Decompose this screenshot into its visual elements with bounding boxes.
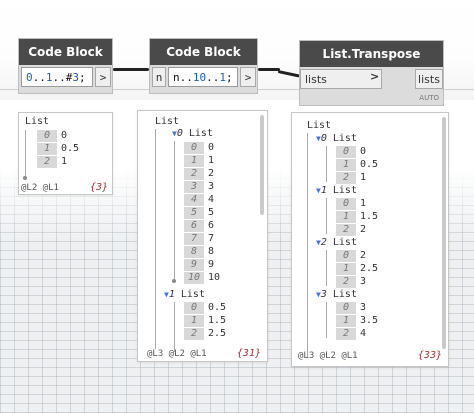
expand-triangle-icon: ▼ bbox=[316, 290, 321, 299]
expand-triangle-icon: ▼ bbox=[172, 129, 177, 138]
tree-line bbox=[174, 141, 175, 281]
node-title[interactable]: List.Transpose bbox=[300, 41, 443, 67]
sublist-header[interactable]: ▼2 List bbox=[316, 237, 357, 248]
scrollbar[interactable] bbox=[260, 115, 264, 215]
node-title[interactable]: Code Block bbox=[150, 39, 257, 65]
code-token: 3 bbox=[72, 70, 79, 84]
sublist-header[interactable]: ▼3 List bbox=[316, 289, 357, 300]
tree-line bbox=[326, 198, 327, 234]
scrollbar[interactable] bbox=[442, 117, 446, 349]
tree-end-dot bbox=[23, 176, 27, 180]
expand-triangle-icon: ▼ bbox=[316, 238, 321, 247]
code-token: 1 bbox=[219, 70, 226, 84]
code-token: 10 bbox=[192, 70, 207, 84]
code-token: .. bbox=[206, 70, 220, 84]
expand-triangle-icon: ▼ bbox=[316, 134, 321, 143]
connector-wire[interactable] bbox=[258, 68, 280, 71]
output-port[interactable]: > bbox=[95, 67, 111, 87]
expand-triangle-icon: ▼ bbox=[316, 186, 321, 195]
item-count: {31} bbox=[236, 348, 261, 359]
list-header: List bbox=[25, 116, 50, 127]
tree-line bbox=[307, 133, 308, 358]
sublist-header[interactable]: ▼1 List bbox=[164, 289, 205, 300]
chevron-right-icon: > bbox=[370, 70, 380, 83]
input-port-n[interactable]: n bbox=[152, 67, 166, 87]
code-token: # bbox=[65, 70, 73, 84]
node-title[interactable]: Code Block bbox=[19, 39, 112, 65]
code-block-node-2[interactable]: Code Block n n..10..1; > bbox=[149, 38, 258, 94]
list-transpose-node[interactable]: List.Transpose lists > lists AUTO bbox=[299, 40, 444, 106]
sublist-header[interactable]: ▼1 List bbox=[316, 185, 357, 196]
tree-line bbox=[174, 302, 175, 352]
code-input[interactable]: 0..1..#3; bbox=[21, 67, 93, 87]
lacing-label: AUTO bbox=[419, 94, 439, 102]
output-port-lists[interactable]: lists bbox=[415, 69, 443, 89]
tree-end-dot bbox=[172, 279, 176, 283]
tree-line bbox=[326, 302, 327, 338]
tree-line bbox=[25, 130, 26, 176]
list-levels: @L2 @L1 bbox=[21, 183, 59, 193]
code-token: 0 bbox=[26, 70, 33, 84]
code-token: ; bbox=[79, 70, 86, 84]
expand-triangle-icon: ▼ bbox=[164, 290, 169, 299]
item-count: {33} bbox=[417, 350, 442, 361]
port-label: lists bbox=[305, 72, 327, 86]
item-count: {3} bbox=[89, 182, 108, 193]
connector-wire[interactable] bbox=[113, 68, 149, 71]
code-token: .. bbox=[32, 70, 46, 84]
output-port[interactable]: > bbox=[240, 67, 256, 87]
code-input[interactable]: n..10..1; bbox=[168, 67, 238, 87]
code-token: .. bbox=[179, 70, 193, 84]
sublist-header[interactable]: ▼0 List bbox=[172, 128, 213, 139]
tree-line bbox=[155, 129, 156, 349]
port-label: lists bbox=[418, 72, 440, 86]
code-token: .. bbox=[52, 70, 66, 84]
list-header: List bbox=[307, 120, 332, 131]
tree-line bbox=[326, 146, 327, 182]
list-header: List bbox=[155, 116, 180, 127]
tree-line bbox=[326, 250, 327, 286]
code-block-node-1[interactable]: Code Block 0..1..#3; > bbox=[18, 38, 113, 94]
code-token: ; bbox=[226, 70, 233, 84]
code-token: n bbox=[173, 70, 180, 84]
code-token: 1 bbox=[45, 70, 53, 84]
input-port-lists[interactable]: lists bbox=[300, 69, 382, 89]
list-levels: @L3 @L2 @L1 bbox=[147, 349, 207, 359]
sublist-header[interactable]: ▼0 List bbox=[316, 133, 357, 144]
list-levels: @L3 @L2 @L1 bbox=[298, 351, 358, 361]
